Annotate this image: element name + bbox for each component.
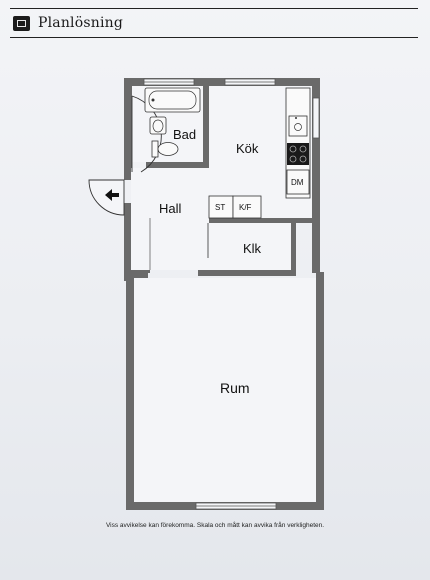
room-label-hall: Hall <box>159 201 182 216</box>
header-bottom-rule <box>10 37 418 38</box>
header-top-rule <box>10 8 418 9</box>
storage-label-kf: K/F <box>239 203 252 212</box>
floorplan-logo-icon <box>13 16 30 31</box>
kitchen-counter <box>285 87 311 199</box>
hall-cabinets <box>208 195 262 219</box>
storage-label-st: ST <box>215 203 226 212</box>
room-label-bad: Bad <box>173 127 197 142</box>
room-label-rum: Rum <box>220 380 250 396</box>
stove-icon <box>287 143 309 165</box>
kitchen-sink-icon <box>288 115 308 137</box>
dishwasher-label: DM <box>291 178 304 187</box>
page-title: Planlösning <box>38 15 124 31</box>
entrance-arrow-icon <box>105 189 119 201</box>
windows <box>143 78 320 510</box>
entrance-door-swing <box>88 179 125 216</box>
toilet-icon <box>151 140 179 158</box>
bathtub-icon <box>144 87 201 113</box>
room-label-kok: Kök <box>236 141 259 156</box>
bath-sink-icon <box>149 116 167 135</box>
dishwasher-box <box>286 169 310 195</box>
walls <box>124 78 324 510</box>
room-label-klk: Klk <box>243 241 262 256</box>
disclaimer-text: Viss avvikelse kan förekomma. Skala och … <box>105 522 325 529</box>
